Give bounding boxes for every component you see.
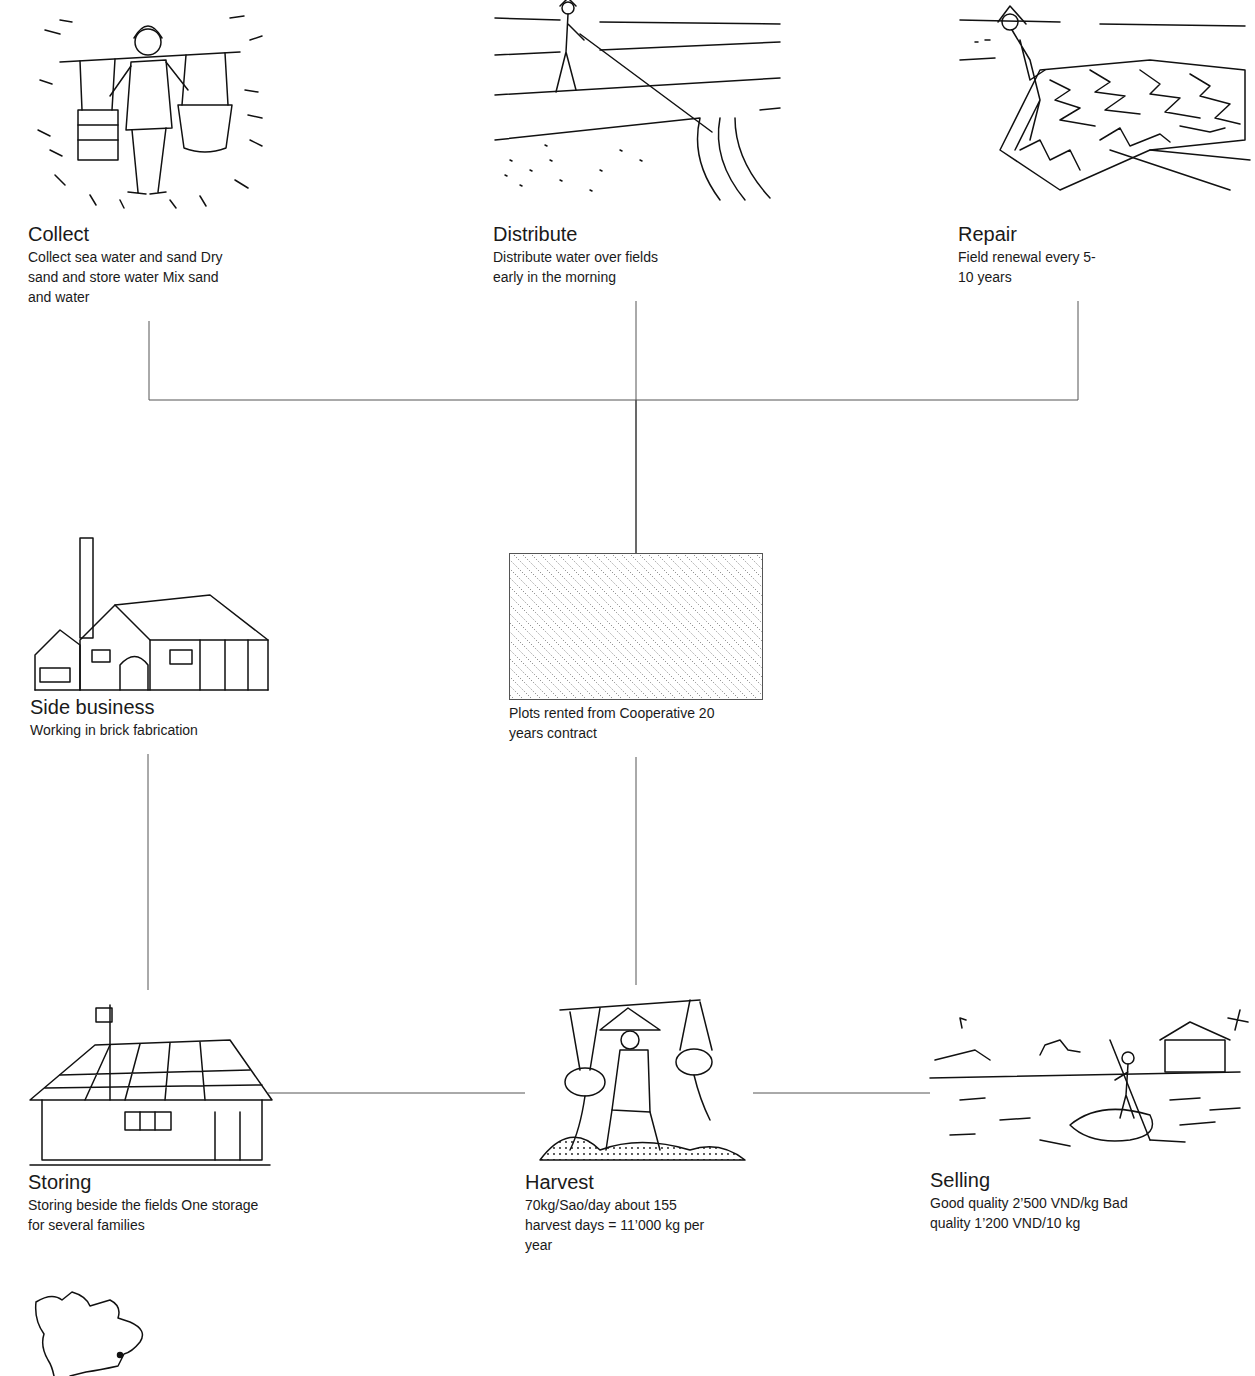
step-item: Side businessWorking in brick fabricatio… bbox=[30, 530, 280, 754]
step-note: Storing beside the fields One storage fo… bbox=[28, 1195, 263, 1235]
step-title: Storing bbox=[28, 1170, 263, 1194]
step-note: Working in brick fabrication bbox=[30, 720, 255, 740]
step-item: SellingGood quality 2’500 VND/kg Bad qua… bbox=[930, 990, 1190, 1247]
step-title: Collect bbox=[28, 222, 233, 246]
location-map bbox=[36, 1292, 143, 1376]
storage-sketch bbox=[30, 1005, 272, 1165]
connector-line bbox=[268, 1093, 525, 1094]
carrier-sketch bbox=[38, 16, 262, 208]
step-item: DistributeDistribute water over fields e… bbox=[493, 0, 783, 301]
step-item: RepairField renewal every 5-10 years bbox=[958, 0, 1158, 301]
step-title: Repair bbox=[958, 222, 1108, 246]
step-item: Harvest70kg/Sao/day about 155 harvest da… bbox=[525, 985, 753, 1269]
plot-box: Plots rented from Cooperative 20 years c… bbox=[509, 553, 764, 757]
step-note: Good quality 2’500 VND/kg Bad quality 1’… bbox=[930, 1193, 1145, 1233]
field-sketch bbox=[495, 0, 780, 200]
step-title: Side business bbox=[30, 695, 255, 719]
harvest-sketch bbox=[540, 1000, 745, 1160]
step-title: Distribute bbox=[493, 222, 683, 246]
step-title: Harvest bbox=[525, 1170, 710, 1194]
step-item: CollectCollect sea water and sand Dry sa… bbox=[28, 0, 268, 321]
connector-line bbox=[148, 754, 149, 990]
connector-line bbox=[636, 301, 1078, 553]
step-note: Field renewal every 5-10 years bbox=[958, 247, 1108, 287]
step-item: StoringStoring beside the fields One sto… bbox=[28, 990, 268, 1249]
connector-line bbox=[636, 757, 637, 985]
step-note: Distribute water over fields early in th… bbox=[493, 247, 683, 287]
step-title: Selling bbox=[930, 1168, 1145, 1192]
step-note: 70kg/Sao/day about 155 harvest days = 11… bbox=[525, 1195, 710, 1255]
hatched-plot bbox=[509, 553, 764, 700]
connector-line bbox=[149, 321, 636, 553]
step-note: Collect sea water and sand Dry sand and … bbox=[28, 247, 233, 307]
repair-sketch bbox=[960, 6, 1250, 190]
step-note: Plots rented from Cooperative 20 years c… bbox=[509, 703, 739, 743]
boat-sketch bbox=[930, 1010, 1248, 1146]
factory-sketch bbox=[35, 538, 268, 690]
connector-line bbox=[753, 1093, 930, 1094]
